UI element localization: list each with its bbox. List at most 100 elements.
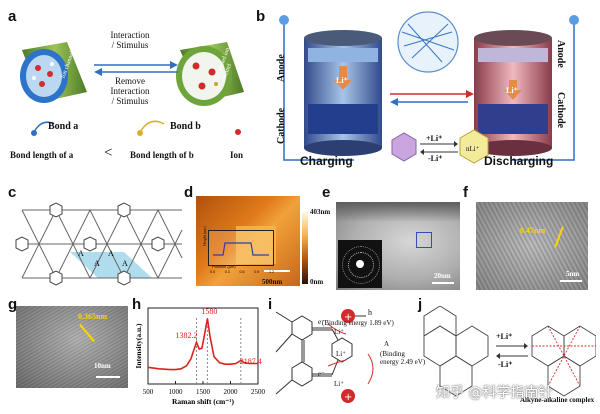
li-binding-diagram: + +: [275, 309, 374, 403]
binding-energy-1: (Binding energy 1.89 eV): [322, 319, 394, 327]
a-mark: A: [122, 259, 128, 268]
afm-height-image: [196, 196, 300, 286]
inset-ylabel: Height (nm): [202, 226, 207, 246]
hole-icon: [341, 389, 355, 403]
unit-cell-region: [70, 252, 152, 278]
li-ion-label: Li⁺: [334, 380, 344, 388]
lattice-hexagon-icon: [391, 132, 417, 162]
bond-a-label: Bond a: [48, 121, 79, 132]
li-ion-label: Li⁺: [334, 328, 344, 336]
bond-length-a-label: Bond length of a: [10, 150, 74, 160]
scale-bar: [96, 376, 120, 378]
expanded-ion-channel-tube: [176, 42, 244, 106]
x-tick-label: 500: [143, 388, 154, 396]
discharging-cell: [474, 30, 552, 156]
svg-text:+: +: [344, 392, 352, 403]
hrtem-scalebar-label: 5nm: [566, 270, 580, 278]
panel-label-b: b: [256, 8, 266, 25]
discharging-label: Discharging: [484, 154, 554, 168]
panel-label-e: e: [322, 184, 331, 201]
color-scale-min: 0nm: [310, 278, 324, 286]
minus-li-label: -Li⁺: [498, 360, 513, 369]
x-axis-label: Raman shift (cm⁻¹): [172, 397, 235, 406]
lithiated-hexagon-icon: [459, 129, 489, 164]
hole-icon: [341, 309, 355, 323]
hole-label: h: [368, 308, 372, 317]
svg-text:+: +: [344, 312, 352, 323]
x-tick-label: 1000: [169, 388, 184, 396]
zoom-region-box: [416, 232, 432, 248]
peak-label: 2187.4: [240, 357, 262, 366]
inset-xticks: 0.0 0.3 0.6 0.9 1.2: [210, 270, 274, 274]
anode-right-label: Anode: [555, 40, 566, 68]
afm-scalebar-label: 500nm: [262, 278, 283, 286]
site-a-label: A: [384, 340, 390, 348]
graphyne-lattice-diagram: A A A A: [15, 202, 183, 286]
cathode-right-label: Cathode: [555, 92, 566, 129]
inset-xtick: 0.9: [254, 270, 260, 274]
alkyne-complex-caption: Alkyne-alkaline complex: [520, 396, 595, 404]
bond-a-icon: [33, 121, 55, 133]
scale-bar: [560, 280, 582, 282]
panel-label-d: d: [184, 184, 194, 201]
hrtem-scalebar-label: 10nm: [94, 362, 111, 370]
electron-label: e⁻: [318, 370, 325, 378]
afm-height-profile-inset: [208, 230, 274, 266]
charging-label: Charging: [300, 154, 353, 168]
lattice-magnified-view: [397, 11, 459, 73]
inset-xtick: 0.6: [239, 270, 245, 274]
lithiated-hexagon-label: nLi⁺: [466, 145, 480, 153]
bond-b-icon: [139, 120, 165, 133]
plus-li-label: +Li⁺: [496, 332, 513, 341]
watermark: 知乎 @科学指南针: [436, 385, 553, 401]
panel-label-c: c: [8, 184, 17, 201]
panel-label-i: i: [268, 296, 273, 313]
interaction-stimulus-label: Interaction/ Stimulus: [110, 30, 150, 50]
hrtem-image-g: [16, 306, 128, 388]
inset-xtick: 0.0: [210, 270, 215, 274]
afm-color-scale: [302, 212, 308, 284]
tem-image: [336, 202, 460, 290]
panel-label-g: g: [8, 296, 18, 313]
a-mark: A: [108, 249, 114, 258]
li-ion-label: Li⁺: [336, 350, 346, 358]
inset-xlabel: Position (µm): [212, 264, 236, 269]
panel-label-f: f: [463, 184, 468, 201]
scale-bar: [432, 282, 454, 284]
plus-li-label: +Li⁺: [426, 134, 443, 143]
cathode-left-label: Cathode: [276, 107, 287, 144]
ion-channel-tube: [20, 42, 87, 103]
saed-pattern-inset: [338, 240, 382, 288]
panel-label-h: h: [132, 296, 142, 313]
battery-charging-schematic: [279, 11, 579, 164]
ion-icon: [235, 129, 241, 135]
peak-label: 1580: [201, 307, 217, 316]
raman-series-line: [147, 318, 258, 371]
less-than-sign: <: [104, 145, 113, 161]
inset-xtick: 0.3: [224, 270, 230, 274]
terminal-icon: [569, 15, 579, 25]
bond-b-label: Bond b: [170, 121, 201, 132]
anode-left-label: Anode: [276, 54, 287, 82]
bond-length-b-label: Bond length of b: [130, 150, 194, 160]
electron-label: e⁻: [318, 318, 325, 326]
x-tick-label: 2500: [251, 388, 266, 396]
a-mark: A: [94, 259, 100, 268]
alkyne-complex-diagram: [423, 306, 596, 397]
ion-channel-schematic: [20, 42, 244, 136]
reversible-arrows: [94, 61, 178, 76]
charging-cell: [304, 30, 382, 156]
ion-label: Ion: [230, 150, 244, 160]
minus-li-label: -Li⁺: [428, 154, 443, 163]
inset-xtick: 1.2: [269, 270, 274, 274]
x-tick-label: 2000: [224, 388, 239, 396]
color-scale-max: 403nm: [310, 208, 331, 216]
lattice-spacing-label: 0.47nm: [520, 226, 546, 235]
peak-label: 1382.2: [176, 331, 198, 340]
lattice-spacing-label: 0.365nm: [78, 312, 108, 321]
li-ion-left-label: Li⁺: [336, 76, 348, 85]
hrtem-lattice-image: [476, 202, 588, 290]
a-mark: A: [78, 249, 84, 258]
